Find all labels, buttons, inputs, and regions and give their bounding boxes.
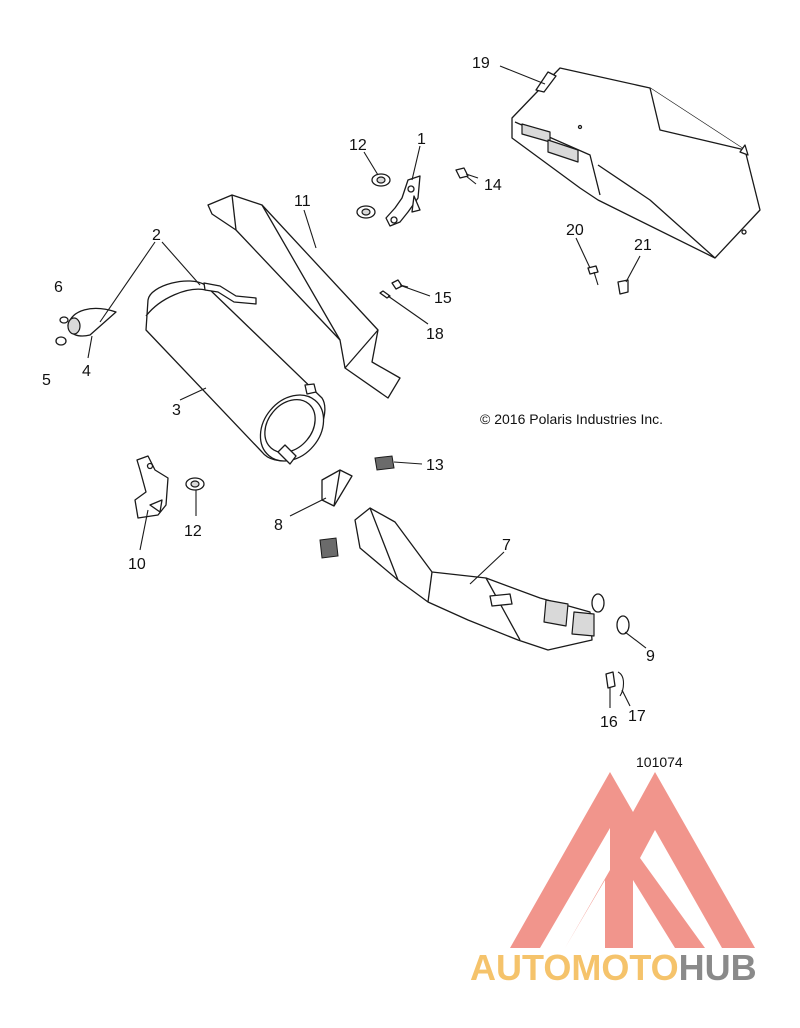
muffler-part-3 bbox=[145, 280, 326, 465]
bolt-part-5 bbox=[55, 336, 67, 346]
automotohub-logo: AUTOMOTOHUB bbox=[470, 772, 757, 988]
clip-part-17 bbox=[617, 671, 625, 697]
callout-20: 20 bbox=[566, 222, 584, 239]
bolt-part-20 bbox=[587, 265, 599, 286]
callout-19: 19 bbox=[472, 55, 490, 72]
gasket-part-9 bbox=[591, 593, 630, 635]
bracket-part-10 bbox=[134, 455, 169, 519]
callout-5: 5 bbox=[42, 372, 51, 389]
callout-labels: 19 1 12 14 11 2 20 21 6 15 18 4 5 3 13 8… bbox=[42, 55, 655, 731]
grommet-part-12-upper bbox=[356, 173, 391, 219]
gasket-part-8 bbox=[321, 469, 353, 507]
spring-part-13 bbox=[319, 455, 395, 559]
callout-13: 13 bbox=[426, 457, 444, 474]
bolt-part-15 bbox=[391, 279, 409, 290]
callout-18: 18 bbox=[426, 326, 444, 343]
callout-15: 15 bbox=[434, 290, 452, 307]
clip-part-21 bbox=[617, 279, 629, 295]
heat-shield-part-19 bbox=[511, 67, 761, 259]
callout-14: 14 bbox=[484, 177, 502, 194]
callout-8: 8 bbox=[274, 517, 283, 534]
bracket-part-1 bbox=[385, 175, 421, 227]
callout-6: 6 bbox=[54, 279, 63, 296]
bolt-part-14 bbox=[455, 167, 479, 179]
callout-4: 4 bbox=[82, 363, 91, 380]
bolt-part-6 bbox=[59, 316, 69, 324]
callout-1: 1 bbox=[417, 131, 426, 148]
head-pipe-part-7 bbox=[354, 507, 595, 651]
end-cap-part-4 bbox=[67, 307, 117, 337]
grommet-part-12-lower bbox=[185, 477, 205, 491]
nut-part-16 bbox=[605, 671, 616, 689]
svg-text:AUTOMOTOHUB: AUTOMOTOHUB bbox=[470, 947, 757, 988]
washer-part-18 bbox=[379, 290, 391, 299]
callout-16: 16 bbox=[600, 714, 618, 731]
callout-12-upper: 12 bbox=[349, 137, 367, 154]
callout-12-lower: 12 bbox=[184, 523, 202, 540]
heat-shield-part-11 bbox=[207, 194, 401, 399]
brand-suffix: HUB bbox=[679, 947, 757, 988]
brand-prefix: AUTOMOTO bbox=[470, 947, 679, 988]
callout-11: 11 bbox=[294, 193, 311, 210]
callout-3: 3 bbox=[172, 402, 181, 419]
callout-7: 7 bbox=[502, 537, 511, 554]
callout-10: 10 bbox=[128, 556, 146, 573]
callout-17: 17 bbox=[628, 708, 646, 725]
diagram-reference-number: 101074 bbox=[636, 754, 683, 770]
callout-9: 9 bbox=[646, 648, 655, 665]
copyright-notice: © 2016 Polaris Industries Inc. bbox=[480, 411, 663, 427]
logo-triangle-mark bbox=[510, 772, 755, 948]
leader-lines bbox=[87, 65, 647, 708]
callout-21: 21 bbox=[634, 237, 652, 254]
callout-2: 2 bbox=[152, 227, 161, 244]
